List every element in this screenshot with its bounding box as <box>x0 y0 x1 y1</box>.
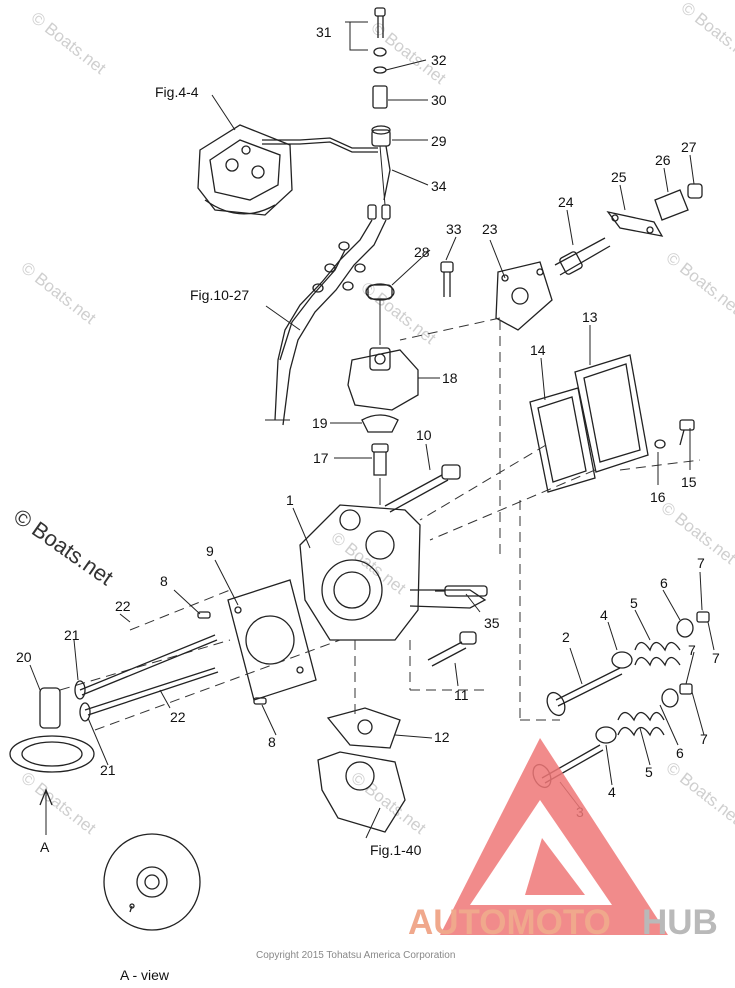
gasket-9 <box>227 579 317 701</box>
callout-30: 30 <box>431 92 447 108</box>
callout-22a: 22 <box>115 598 131 614</box>
callout-34: 34 <box>431 178 447 194</box>
watermark-small: © Boats.net <box>18 768 100 838</box>
callout-22b: 22 <box>170 709 186 725</box>
callout-8b: 8 <box>268 734 276 750</box>
a-view-label: A - view <box>120 967 170 983</box>
watermark-small: © Boats.net <box>28 8 110 78</box>
fuel-hoses <box>265 204 391 426</box>
callout-2: 2 <box>562 629 570 645</box>
callout-4b: 4 <box>608 784 616 800</box>
callout-16: 16 <box>650 489 666 505</box>
callout-8a: 8 <box>160 573 168 589</box>
fig-ref-4-4: Fig.4-4 <box>155 84 199 100</box>
callout-13: 13 <box>582 309 598 325</box>
callout-9: 9 <box>206 543 214 559</box>
callout-1: 1 <box>286 492 294 508</box>
fig-ref-1-40: Fig.1-40 <box>370 842 422 858</box>
callout-27: 27 <box>681 139 697 155</box>
callout-20: 20 <box>16 649 32 665</box>
callout-21a: 21 <box>64 627 80 643</box>
spark-plug-35 <box>435 585 488 597</box>
callout-5a: 5 <box>630 595 638 611</box>
watermark-small: © Boats.net <box>348 768 430 838</box>
watermark-large: © Boats.net <box>9 504 118 591</box>
fig-ref-10-27: Fig.10-27 <box>190 287 249 303</box>
bolt-11 <box>427 631 477 667</box>
callout-17: 17 <box>313 450 329 466</box>
callout-5b: 5 <box>645 764 653 780</box>
callout-24: 24 <box>558 194 574 210</box>
copyright-text: Copyright 2015 Tohatsu America Corporati… <box>256 950 455 961</box>
plate-12 <box>317 707 406 833</box>
watermark-small: © Boats.net <box>663 758 735 828</box>
cylinder-head <box>299 504 487 641</box>
callout-23: 23 <box>482 221 498 237</box>
assembly-lines <box>59 317 701 731</box>
callout-25: 25 <box>611 169 627 185</box>
callout-7d: 7 <box>700 731 708 747</box>
callout-31: 31 <box>316 24 332 40</box>
bolt-33 <box>440 261 454 297</box>
plate-23 <box>495 261 553 331</box>
logo-text-automoto: AUTOMOTO <box>408 903 611 942</box>
callout-28: 28 <box>414 244 430 260</box>
sensor-assembly <box>554 183 703 276</box>
callout-15: 15 <box>681 474 697 490</box>
gasket-covers <box>529 354 695 493</box>
callout-7a: 7 <box>697 555 705 571</box>
throttle-assembly <box>347 283 419 505</box>
camshaft-assembly <box>9 611 267 835</box>
callout-7b: 7 <box>688 642 696 658</box>
a-arrow-label: A <box>40 839 50 855</box>
callout-7c: 7 <box>712 650 720 666</box>
callout-6b: 6 <box>676 745 684 761</box>
callout-29: 29 <box>431 133 447 149</box>
callout-33: 33 <box>446 221 462 237</box>
watermark-small: © Boats.net <box>18 258 100 328</box>
callout-35: 35 <box>484 615 500 631</box>
a-view-gear <box>103 833 201 931</box>
watermark-small: © Boats.net <box>663 248 735 318</box>
watermark-small: © Boats.net <box>358 278 440 348</box>
callout-21b: 21 <box>100 762 116 778</box>
callout-12: 12 <box>434 729 450 745</box>
fig-4-4-carburetor <box>197 124 293 216</box>
logo-text-hub: HUB <box>642 903 718 942</box>
callout-18: 18 <box>442 370 458 386</box>
callout-26: 26 <box>655 152 671 168</box>
leader-lines <box>29 21 715 839</box>
callout-10: 10 <box>416 427 432 443</box>
callout-11: 11 <box>454 687 469 703</box>
automotohub-logo: AUTOMOTO HUB <box>408 738 718 942</box>
watermark-small: © Boats.net <box>678 0 735 68</box>
callout-19: 19 <box>312 415 328 431</box>
callout-6a: 6 <box>660 575 668 591</box>
callout-4a: 4 <box>600 607 608 623</box>
bolt-10 <box>384 464 461 513</box>
callout-14: 14 <box>530 342 546 358</box>
callout-32: 32 <box>431 52 447 68</box>
